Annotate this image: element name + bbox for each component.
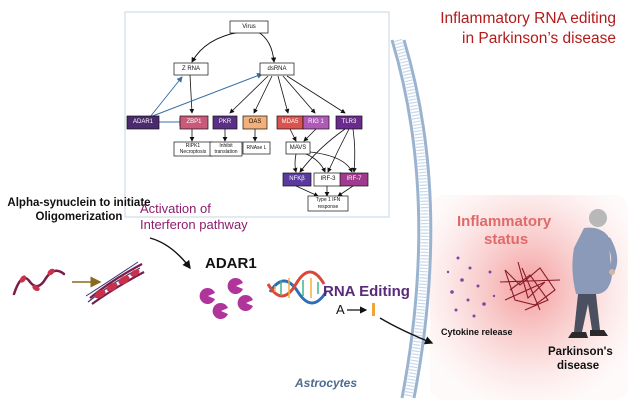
node-adar1-label: ADAR1 (132, 119, 153, 125)
node-zbp1 (179, 115, 209, 130)
inflammation-mesh (499, 261, 561, 311)
pathway-diagram (126, 20, 369, 212)
node-mavs (285, 141, 311, 155)
node-ifn (307, 195, 349, 212)
node-nfkb-label: NFKβ (289, 176, 305, 182)
adar1-enzymes (199, 278, 253, 319)
node-pkr (212, 115, 238, 130)
node-mavs-label: MAVS (289, 145, 307, 151)
node-virus (229, 20, 269, 34)
activation-label-1: Activation of (140, 201, 211, 216)
node-ifn-label-1: Type 1 IFN (315, 197, 341, 203)
alpha-synuclein-label: Alpha-synuclein to initiate Oligomerizat… (7, 197, 151, 223)
astrocytes-label: Astrocytes (295, 376, 358, 390)
cytokine-label: Cytokine release (441, 327, 513, 337)
node-adar1 (126, 115, 160, 130)
node-ifn-label-2: response (317, 204, 339, 210)
node-nfkb (282, 172, 312, 187)
rna-helix (266, 270, 328, 305)
adar1-label: ADAR1 (205, 255, 257, 272)
rna-editing-label: RNA Editing (323, 283, 410, 300)
node-zbp1-label: ZBP1 (186, 119, 202, 125)
node-irf3-label: IRF-3 (320, 176, 336, 182)
alpha-synuclein-oligomer (85, 261, 145, 305)
cell-membrane (390, 38, 433, 399)
alpha-synuclein-monomer (12, 268, 66, 296)
title-line-2: in Parkinson’s disease (462, 30, 616, 47)
cytokine-arrow (379, 317, 434, 345)
node-dsrna-label: dsRNA (267, 66, 287, 72)
node-oas (242, 115, 268, 130)
node-zrna-label: Z RNA (182, 66, 200, 72)
node-inhibit-label-2: translation (214, 149, 238, 155)
inflammatory-label-2: status (484, 231, 529, 248)
node-rnase (242, 141, 271, 155)
parkinsons-label-1: Parkinson's (548, 346, 613, 358)
node-irf7-label: IRF-7 (346, 176, 362, 182)
activation-arrow (149, 237, 191, 270)
cytokine-dots (446, 256, 496, 318)
inflammatory-label-1: Inflammatory (457, 213, 552, 230)
node-tlr3 (335, 115, 363, 130)
parkinsons-figure (568, 209, 618, 338)
node-dsrna (259, 62, 295, 76)
node-pkr-label: PKR (218, 119, 232, 125)
node-inhibit (209, 141, 243, 157)
node-rnase-label: RNAse L (246, 145, 267, 151)
node-zrna (173, 62, 209, 76)
activation-label-2: Interferon pathway (140, 217, 248, 232)
node-ripk1-label-2: Necroptosis (179, 149, 207, 155)
node-inhibit-label-1: Inhibit (219, 143, 233, 149)
inosine-mark (372, 303, 375, 316)
parkinsons-label-2: disease (557, 360, 600, 372)
node-ripk1-label-1: RIPK1 (185, 143, 201, 149)
node-rig1 (302, 115, 330, 130)
node-virus-label: Virus (242, 24, 256, 30)
adenosine-label: A (336, 302, 345, 317)
node-oas-label: OAS (248, 119, 262, 125)
node-mda5-label: MDA5 (281, 119, 299, 125)
node-rig1-label: RIG 1 (308, 119, 324, 125)
title-line-1: Inflammatory RNA editing (440, 10, 616, 27)
node-tlr3-label: TLR3 (341, 119, 357, 125)
node-irf7 (339, 172, 369, 187)
